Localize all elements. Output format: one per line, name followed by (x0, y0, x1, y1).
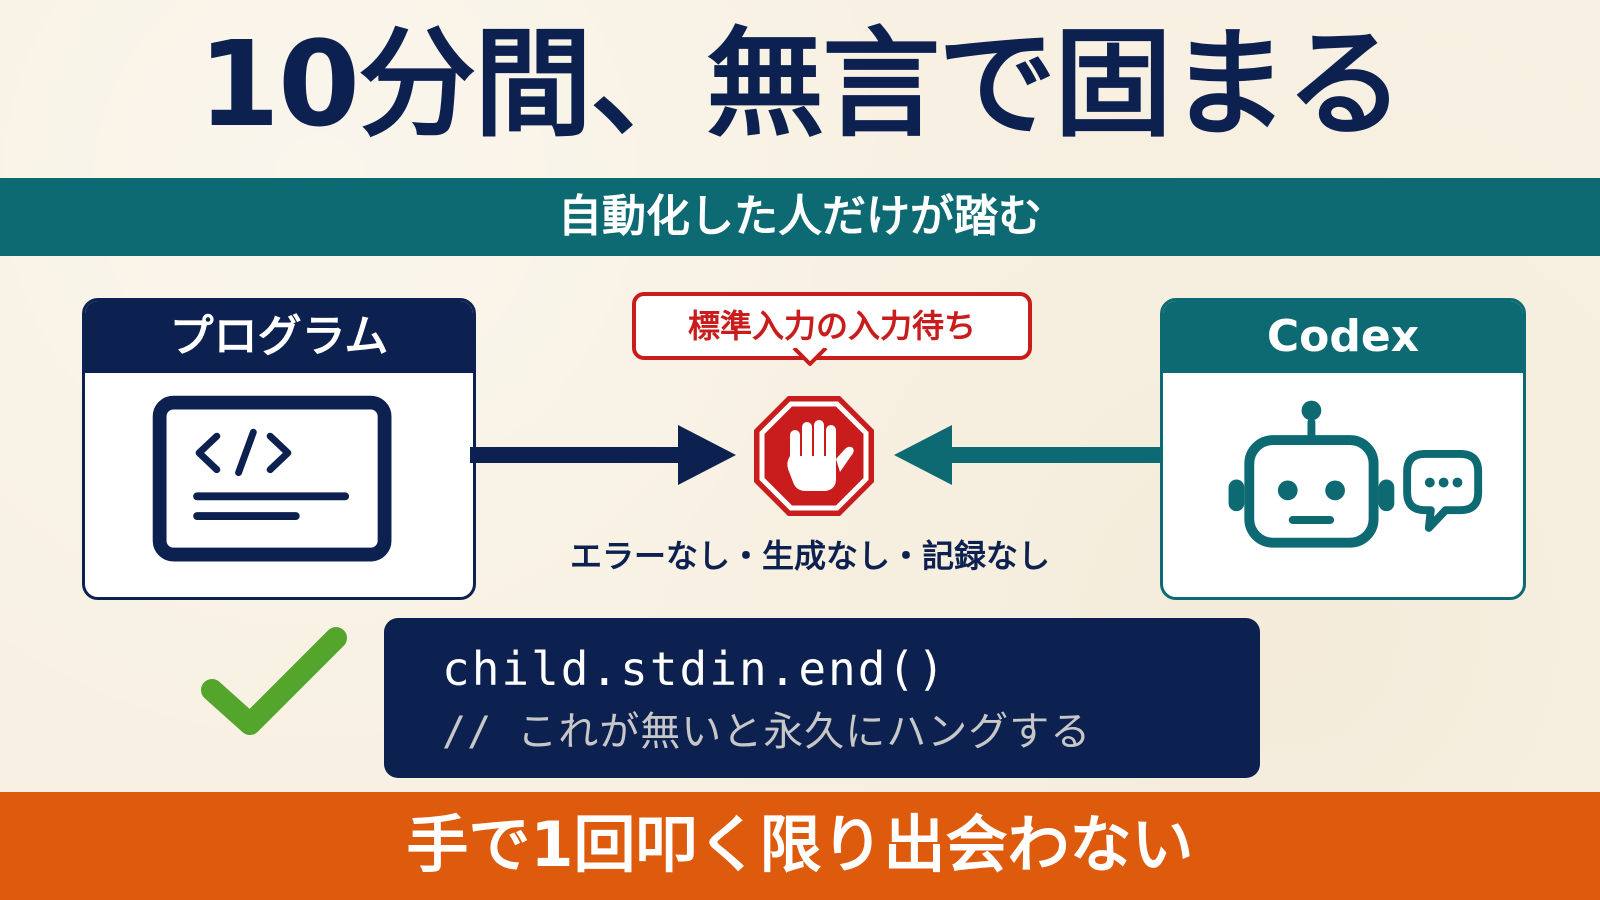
subtitle-text: 自動化した人だけが踏む (558, 191, 1042, 242)
codex-panel-body (1166, 373, 1520, 594)
chat-bubble-icon (1403, 449, 1483, 532)
code-line-comment: // これが無いと永久にハングする (442, 709, 1092, 755)
program-panel-title: プログラム (85, 301, 473, 373)
stop-hand-icon (754, 396, 874, 516)
footer-bar: 手で1回叩く限り出会わない (0, 792, 1600, 900)
code-block: child.stdin.end() // これが無いと永久にハングする (384, 618, 1260, 778)
program-panel: プログラム (82, 298, 476, 600)
page-title: 10分間、無言で固まる (197, 15, 1404, 153)
callout-text: 標準入力の入力待ち (687, 307, 976, 345)
codex-panel-title: Codex (1163, 301, 1523, 373)
codex-panel: Codex (1160, 298, 1526, 600)
code-window-icon (152, 395, 392, 562)
status-text: エラーなし・生成なし・記録なし (569, 537, 1050, 575)
left-arrow (470, 425, 736, 485)
right-arrow (894, 425, 1160, 485)
stdin-waiting-callout: 標準入力の入力待ち (632, 292, 1032, 360)
footer-text: 手で1回叩く限り出会わない (406, 808, 1194, 881)
subtitle-bar: 自動化した人だけが踏む (0, 178, 1600, 256)
robot-icon (1228, 400, 1483, 548)
code-line-main: child.stdin.end() (442, 642, 947, 696)
callout-pointer (792, 348, 828, 366)
checkmark-icon (201, 627, 347, 735)
program-panel-body (88, 373, 470, 594)
